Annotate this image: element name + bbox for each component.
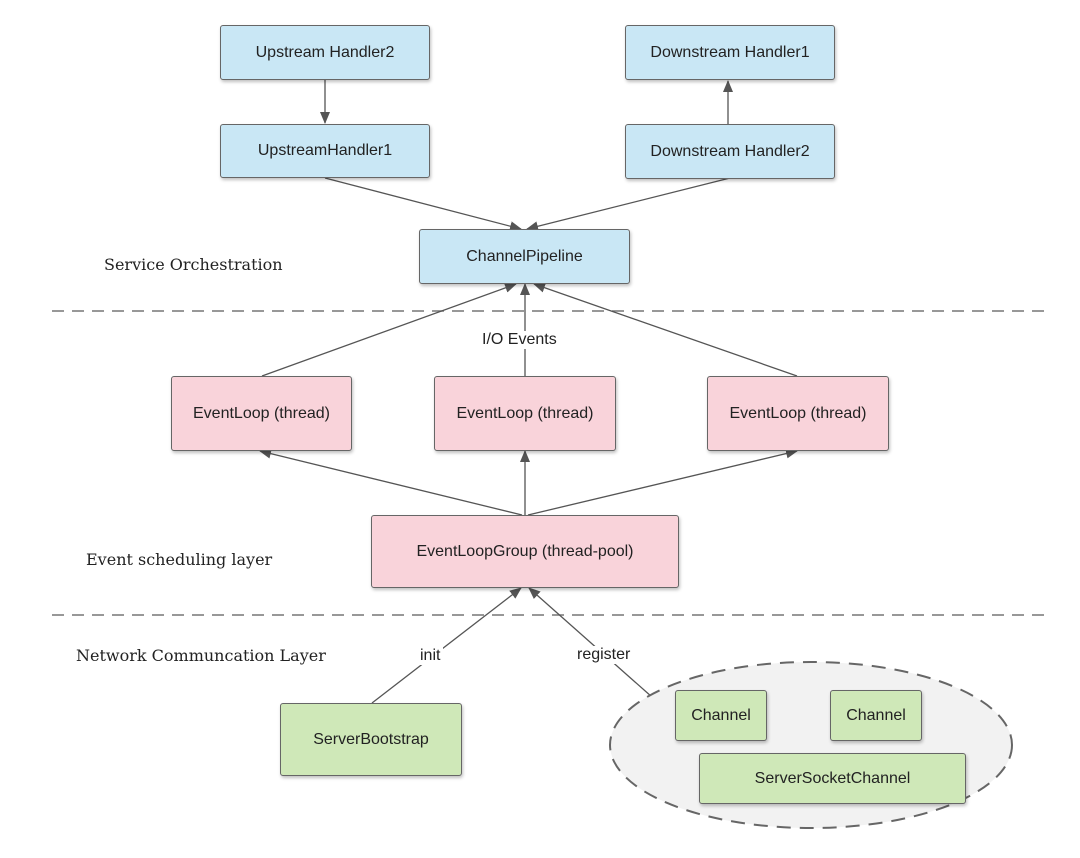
node-eventloop-group[interactable]: EventLoopGroup (thread-pool)	[371, 515, 679, 588]
node-downstream-handler1[interactable]: Downstream Handler1	[625, 25, 835, 80]
arrow-eventloop-right-to-pipeline	[533, 282, 798, 377]
arrow-eventloop-left-to-pipeline	[261, 283, 517, 377]
node-upstream-handler1[interactable]: UpstreamHandler1	[220, 124, 430, 178]
arrow-group-to-eventloop-left	[259, 448, 523, 516]
layer-label-network-communication: Network Communcation Layer	[76, 646, 326, 665]
node-channel-pipeline[interactable]: ChannelPipeline	[419, 229, 630, 284]
node-channel-left[interactable]: Channel	[675, 690, 767, 741]
edge-label-io-events: I/O Events	[479, 331, 560, 349]
arrow-bootstrap-init-to-group	[371, 587, 522, 704]
node-server-bootstrap[interactable]: ServerBootstrap	[280, 703, 462, 776]
node-eventloop-center[interactable]: EventLoop (thread)	[434, 376, 616, 451]
node-eventloop-left[interactable]: EventLoop (thread)	[171, 376, 352, 451]
node-channel-right[interactable]: Channel	[830, 690, 922, 741]
node-server-socket-channel[interactable]: ServerSocketChannel	[699, 753, 966, 804]
layer-label-service-orchestration: Service Orchestration	[104, 255, 283, 274]
layer-label-event-scheduling: Event scheduling layer	[86, 550, 273, 569]
node-downstream-handler2[interactable]: Downstream Handler2	[625, 124, 835, 179]
node-eventloop-right[interactable]: EventLoop (thread)	[707, 376, 889, 451]
arrow-upstream1-to-pipeline	[324, 177, 522, 232]
edge-label-init: init	[417, 647, 444, 665]
arrow-downstream2-to-pipeline	[526, 177, 731, 232]
edge-label-register: register	[574, 646, 634, 664]
arrow-group-to-eventloop-right	[527, 448, 798, 516]
arrow-channels-register-to-group	[528, 587, 653, 698]
node-upstream-handler2[interactable]: Upstream Handler2	[220, 25, 430, 80]
